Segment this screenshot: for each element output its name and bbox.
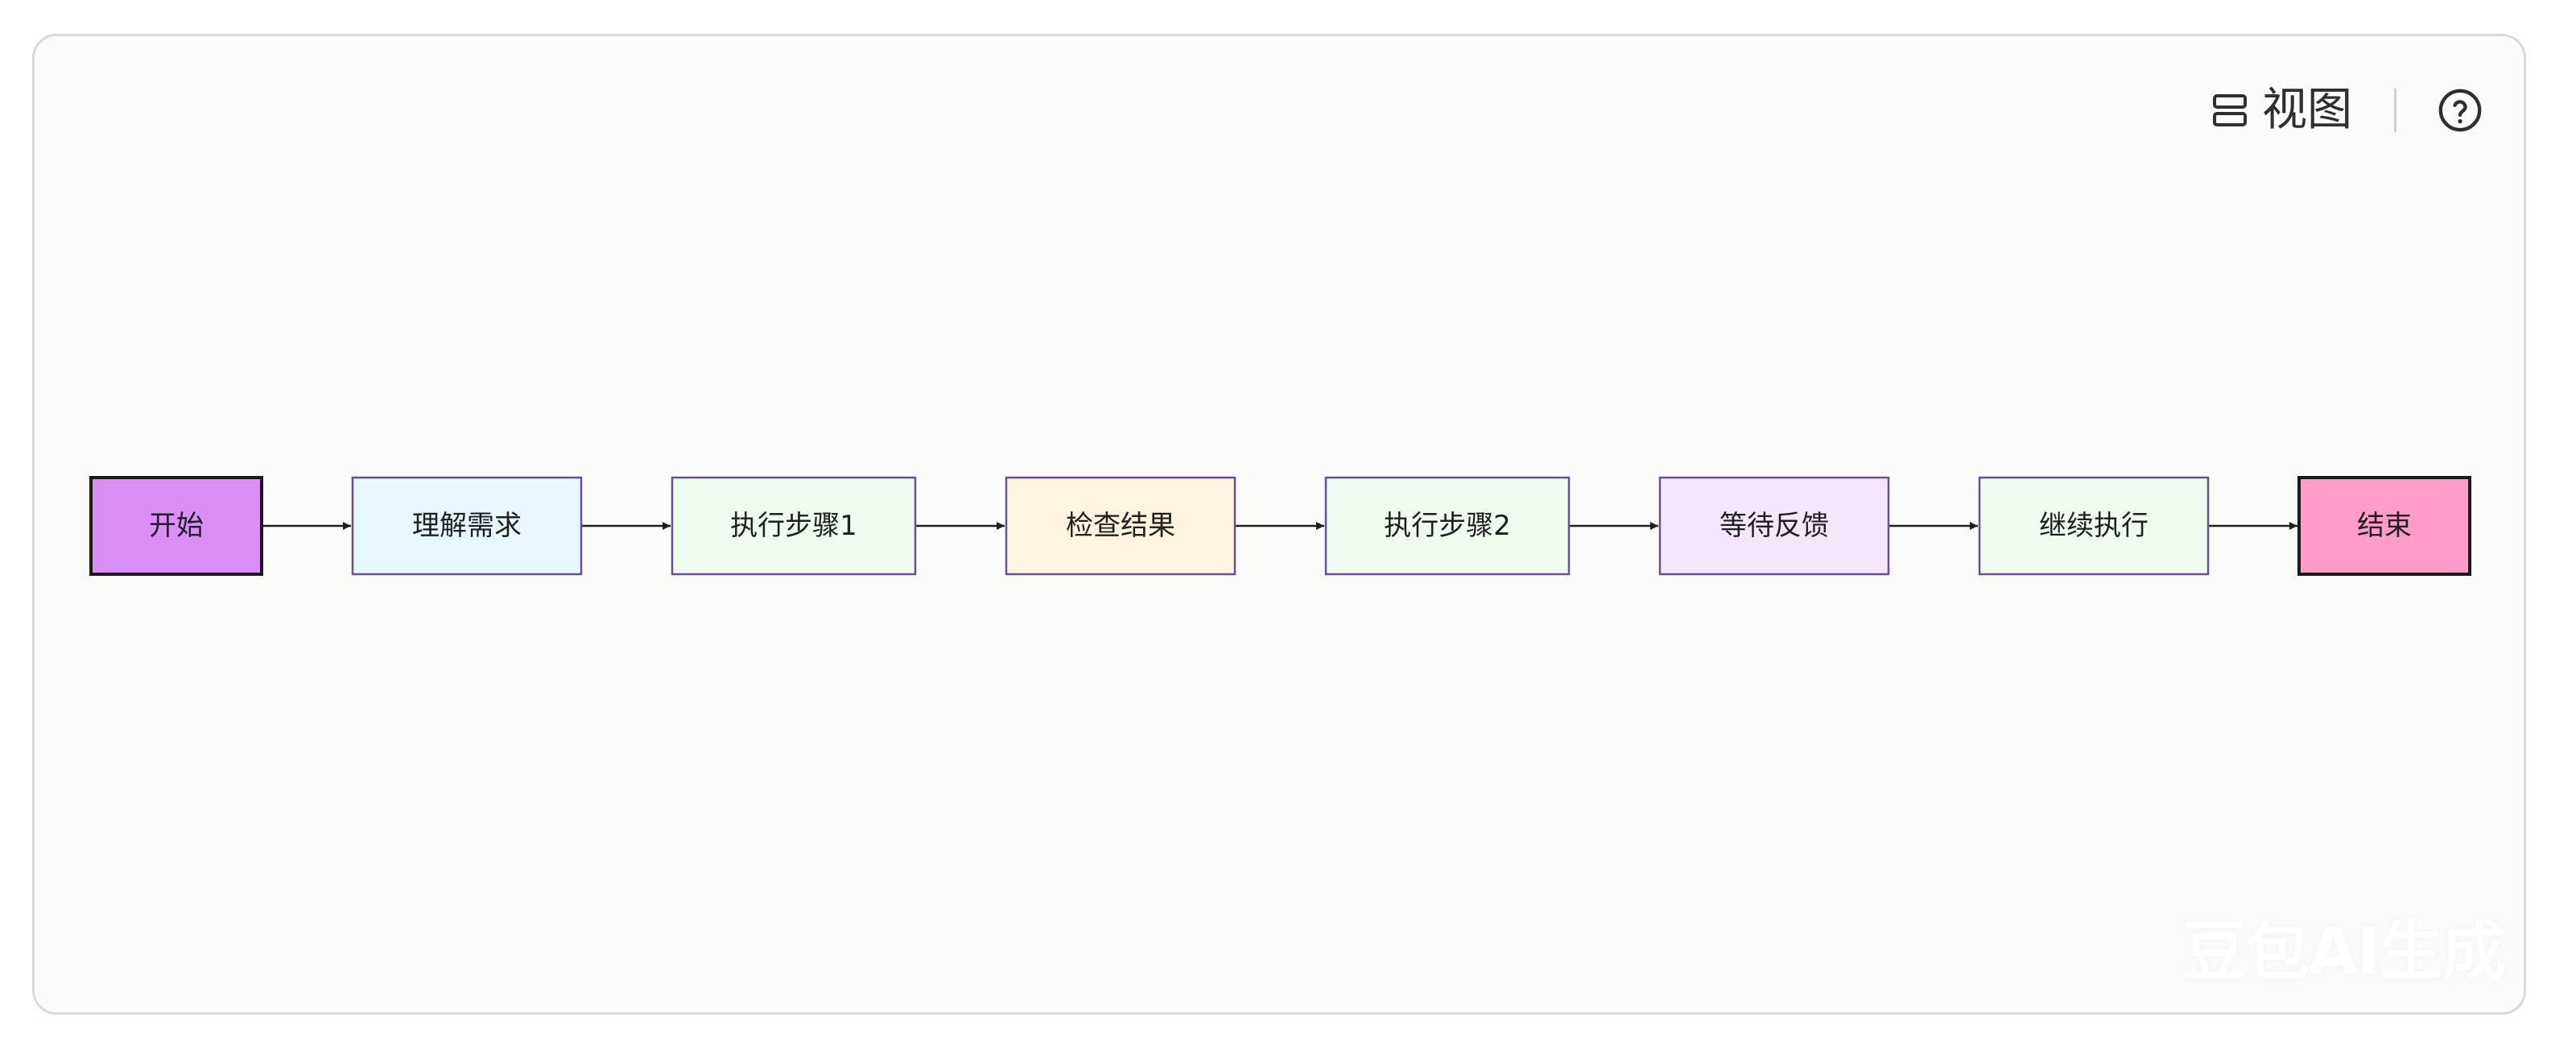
flow-node-label: 理解需求 — [412, 510, 522, 542]
flowchart-nodes: 开始 理解需求 执行步骤1 检查结果 执行步骤2 等待反馈 继续执行 结束 — [89, 476, 2471, 576]
flow-node-check[interactable]: 检查结果 — [1005, 476, 1236, 576]
help-circle-icon[interactable] — [2437, 87, 2483, 134]
flow-node-label: 执行步骤1 — [730, 510, 857, 542]
flow-node-box — [1978, 476, 2210, 576]
diagram-card: 视图 开始 理解需求 执行步骤1 检查结果 执行步骤2 等待反馈 继续执行 结束 豆包AI生成 — [32, 34, 2526, 1015]
flow-node-end[interactable]: 结束 — [2297, 476, 2471, 576]
flow-node-box — [1324, 476, 1571, 576]
flow-node-continue[interactable]: 继续执行 — [1978, 476, 2210, 576]
flow-node-understand[interactable]: 理解需求 — [351, 476, 583, 576]
flow-node-label: 继续执行 — [2039, 510, 2149, 542]
flow-node-box — [1005, 476, 1236, 576]
flow-node-label: 结束 — [2357, 510, 2412, 542]
flow-node-wait[interactable]: 等待反馈 — [1658, 476, 1890, 576]
flow-node-step1[interactable]: 执行步骤1 — [671, 476, 917, 576]
flowchart: 开始 理解需求 执行步骤1 检查结果 执行步骤2 等待反馈 继续执行 结束 — [89, 476, 2471, 576]
flow-node-box — [671, 476, 917, 576]
flow-node-box — [89, 476, 263, 576]
diagram-toolbar: 视图 — [2211, 78, 2483, 143]
flow-node-label: 等待反馈 — [1719, 510, 1829, 542]
flow-node-step2[interactable]: 执行步骤2 — [1324, 476, 1571, 576]
flow-node-start[interactable]: 开始 — [89, 476, 263, 576]
toolbar-divider — [2394, 89, 2396, 132]
flow-node-box — [351, 476, 583, 576]
flow-node-box — [2297, 476, 2471, 576]
flow-node-box — [1658, 476, 1890, 576]
layout-rows-icon — [2213, 94, 2247, 126]
flow-node-label: 检查结果 — [1066, 510, 1175, 542]
view-button[interactable]: 视图 — [2211, 88, 2352, 133]
flow-node-label: 开始 — [149, 510, 204, 542]
watermark: 豆包AI生成 — [2182, 914, 2506, 989]
view-button-label: 视图 — [2262, 84, 2352, 136]
flow-node-label: 执行步骤2 — [1384, 510, 1511, 542]
